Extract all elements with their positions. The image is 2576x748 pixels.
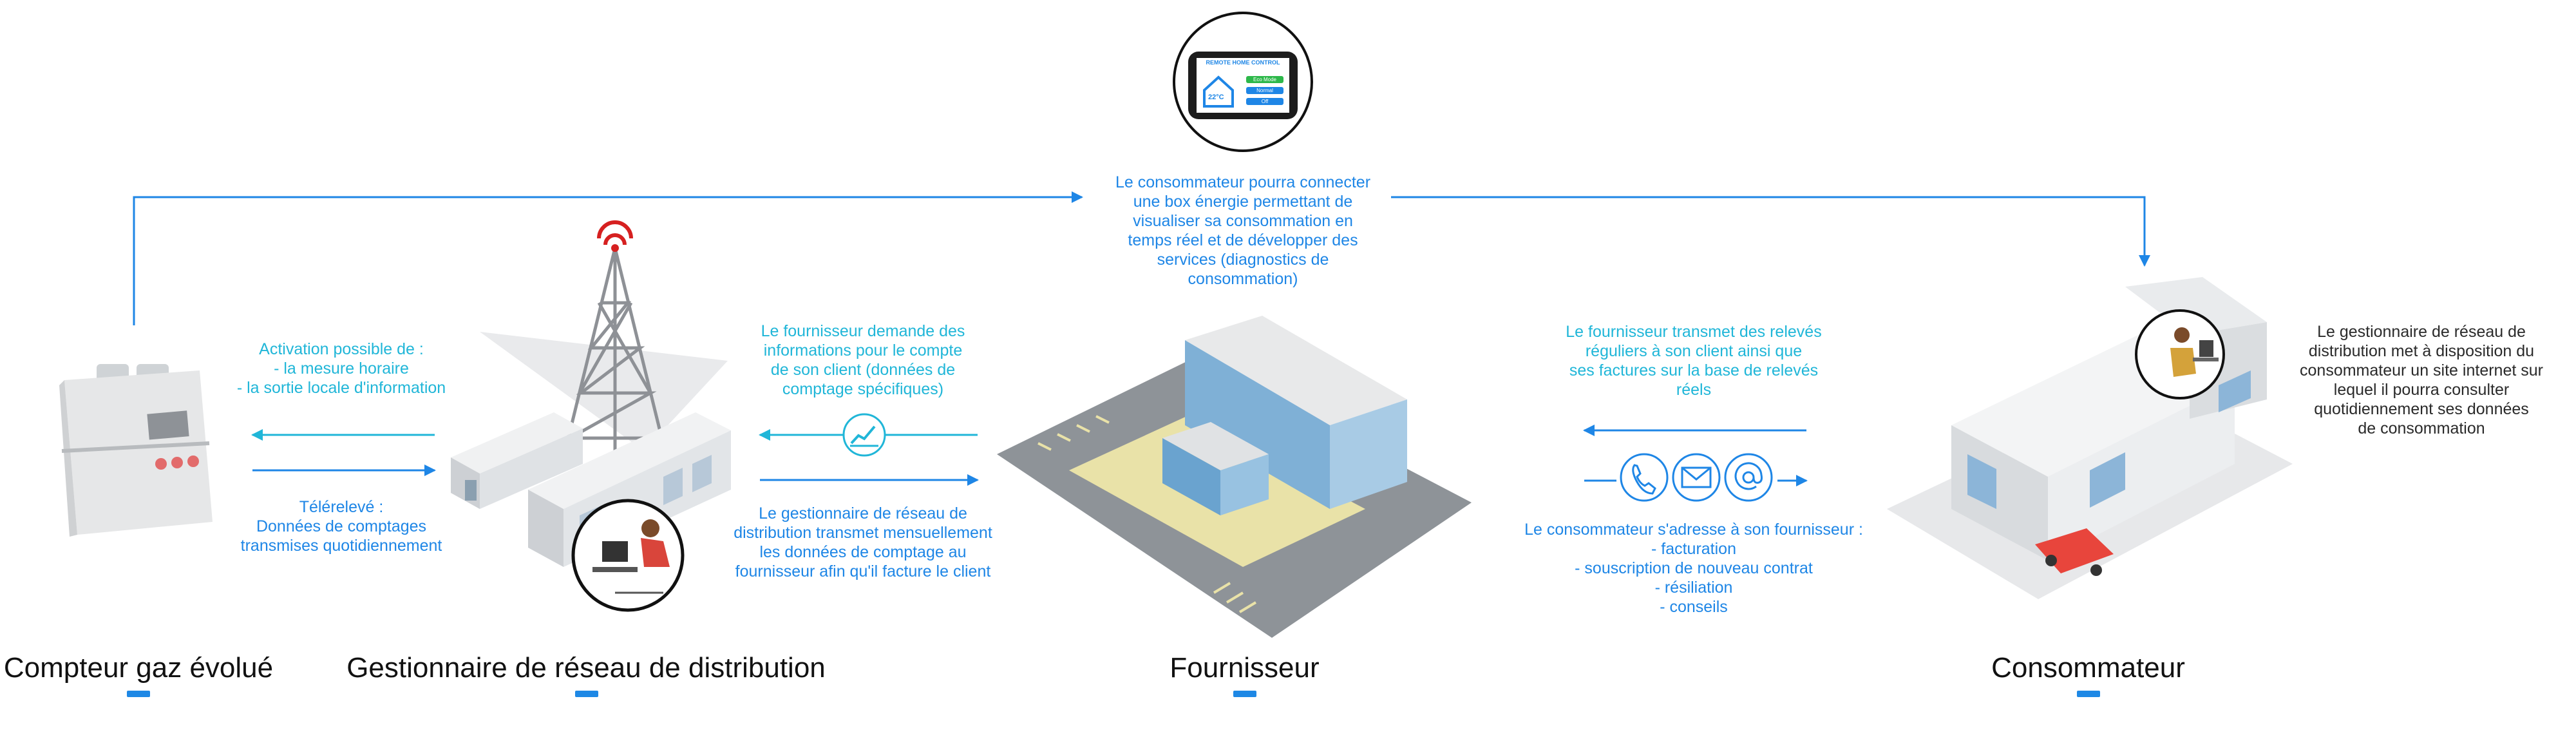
supplier-readings-text: Le fournisseur transmet des relevés régu… [1566, 323, 1822, 399]
activation-text: Activation possible de : - la mesure hor… [236, 340, 446, 397]
tablet-button-normal: Normal [1256, 88, 1273, 93]
tablet-temperature: 22°C [1208, 93, 1224, 101]
underline-supplier [1233, 691, 1256, 697]
tablet-button-eco: Eco Mode [1253, 77, 1277, 82]
supplier-building-illustration [997, 316, 1472, 638]
telereleve-text: Télérelevé : Données de comptages transm… [240, 498, 442, 555]
title-consumer: Consommateur [1991, 652, 2185, 684]
underline-distribution [575, 691, 598, 697]
at-icon [1724, 453, 1773, 502]
mail-icon [1672, 453, 1721, 502]
consumer-contacts-text: Le consommateur s'adresse à son fourniss… [1524, 521, 1863, 616]
box-energy-text: Le consommateur pourra connecter une box… [1115, 173, 1371, 288]
tablet-header: REMOTE HOME CONTROL [1206, 59, 1280, 66]
top-connection-arrows [133, 191, 2150, 325]
gas-meter-illustration [59, 364, 213, 537]
chart-icon [842, 413, 886, 457]
title-meter: Compteur gaz évolué [3, 652, 274, 684]
underline-consumer [2077, 691, 2100, 697]
phone-icon [1620, 453, 1669, 502]
distribution-building-illustration [451, 220, 731, 612]
supplier-request-text: Le fournisseur demande des informations … [761, 322, 965, 398]
underline-meter [127, 691, 150, 697]
energy-box-tablet [1173, 12, 1313, 152]
title-supplier: Fournisseur [1170, 652, 1320, 684]
monthly-transmit-text: Le gestionnaire de réseau de distributio… [734, 504, 992, 580]
website-text: Le gestionnaire de réseau de distributio… [2300, 323, 2543, 437]
tablet-button-off: Off [1261, 99, 1269, 104]
consumer-house-illustration [1887, 277, 2293, 599]
title-distribution: Gestionnaire de réseau de distribution [346, 652, 826, 684]
